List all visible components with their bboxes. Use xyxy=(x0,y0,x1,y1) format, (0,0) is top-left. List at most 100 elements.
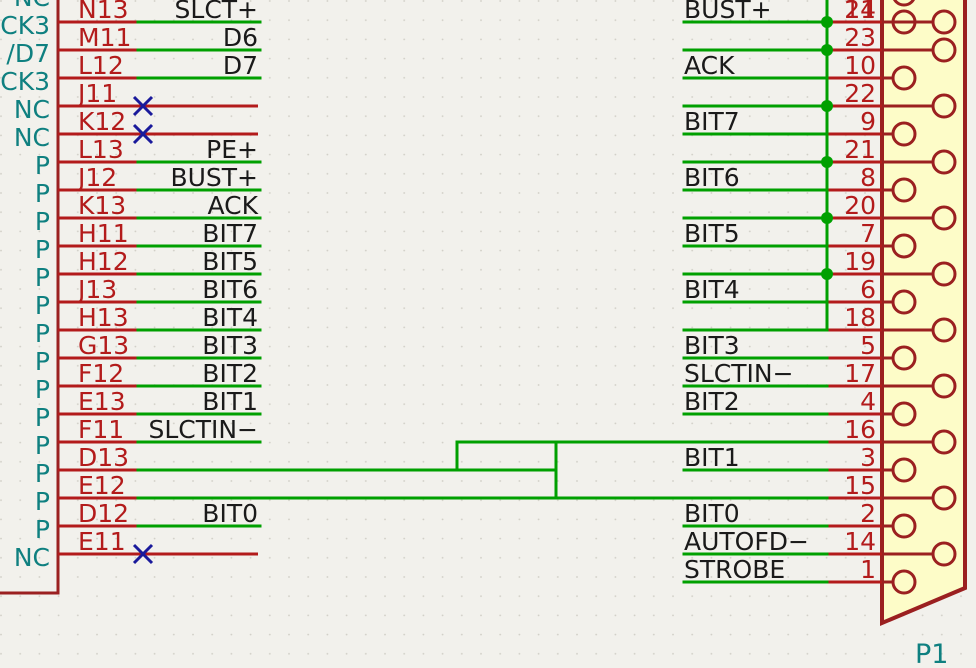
nc-marker-x-K12 xyxy=(132,123,154,145)
connector-pin-number-6: 6 xyxy=(860,275,876,304)
left-pin-number-E13: E13 xyxy=(78,387,126,416)
connector-pin-number-9: 9 xyxy=(860,107,876,136)
connector-pin-circle-12[interactable] xyxy=(893,0,915,7)
port-label-11: P xyxy=(35,291,50,320)
connector-pin-number-17: 17 xyxy=(844,359,876,388)
left-pin-number-L13: L13 xyxy=(78,135,124,164)
connector-pin-number-5: 5 xyxy=(860,331,876,360)
connector-pin-circle-23[interactable] xyxy=(931,37,957,63)
left-pin-name-H11: BIT7 xyxy=(202,219,258,248)
port-label-3: CK3 xyxy=(0,67,50,96)
connector-pin-circle-1[interactable] xyxy=(891,569,917,595)
connector-pin-circle-20[interactable] xyxy=(931,205,957,231)
left-pin-number-H11: H11 xyxy=(78,219,129,248)
connector-pin-circle-6[interactable] xyxy=(891,289,917,315)
connector-net-label-8: BIT6 xyxy=(684,163,740,192)
left-pin-number-J12: J12 xyxy=(76,163,117,192)
port-label-8: P xyxy=(35,207,50,236)
connector-pin-circle-9[interactable] xyxy=(891,121,917,147)
connector-net-label-7: BIT5 xyxy=(684,219,740,248)
connector-pin-number-10: 10 xyxy=(844,51,876,80)
left-pin-name-L12: D7 xyxy=(223,51,258,80)
connector-pin-circle-19[interactable] xyxy=(931,261,957,287)
port-label-0: NC xyxy=(14,0,50,12)
connector-pin-circle-8[interactable] xyxy=(891,177,917,203)
connector-pin-circle-3[interactable] xyxy=(891,457,917,483)
connector-pin-number-21: 21 xyxy=(844,135,876,164)
connector-net-label-14: AUTOFD− xyxy=(684,527,809,556)
connector-pin-number-23: 23 xyxy=(844,23,876,52)
left-pin-name-D12: BIT0 xyxy=(202,499,258,528)
wire-crossover-d13-to-16[interactable] xyxy=(136,440,829,472)
nc-marker-x-E11 xyxy=(132,543,154,565)
connector-net-label-1: STROBE xyxy=(684,555,785,584)
connector-body-p1[interactable] xyxy=(880,0,967,627)
connector-pin-number-16: 16 xyxy=(844,415,876,444)
connector-pin-number-2: 2 xyxy=(860,499,876,528)
left-pin-name-F12: BIT2 xyxy=(202,359,258,388)
connector-pin-circle-10[interactable] xyxy=(891,65,917,91)
left-component-body[interactable] xyxy=(0,0,60,595)
port-label-14: P xyxy=(35,375,50,404)
connector-pin-circle-7[interactable] xyxy=(891,233,917,259)
left-pin-number-E12: E12 xyxy=(78,471,126,500)
left-pin-number-D12: D12 xyxy=(78,499,129,528)
port-label-4: NC xyxy=(14,95,50,124)
port-label-1: CK3 xyxy=(0,11,50,40)
connector-pin-circle-14[interactable] xyxy=(931,541,957,567)
port-label-12: P xyxy=(35,319,50,348)
connector-pin-circle-4[interactable] xyxy=(891,401,917,427)
port-label-9: P xyxy=(35,235,50,264)
connector-net-label-5: BIT3 xyxy=(684,331,740,360)
connector-pin-circle-21[interactable] xyxy=(931,149,957,175)
port-label-7: P xyxy=(35,179,50,208)
connector-pin-circle-22[interactable] xyxy=(931,93,957,119)
connector-pin-number-3: 3 xyxy=(860,443,876,472)
left-pin-number-D13: D13 xyxy=(78,443,129,472)
left-pin-name-G13: BIT3 xyxy=(202,331,258,360)
junction-dot-21 xyxy=(821,156,833,168)
connector-pin-circle-24[interactable] xyxy=(931,9,957,35)
left-pin-number-F11: F11 xyxy=(78,415,124,444)
left-pin-number-J13: J13 xyxy=(76,275,117,304)
left-pin-number-N13: N13 xyxy=(78,0,129,24)
connector-net-label-4: BIT2 xyxy=(684,387,740,416)
connector-pin-circle-18[interactable] xyxy=(931,317,957,343)
left-pin-name-K13: ACK xyxy=(207,191,258,220)
connector-net-label-10: ACK xyxy=(684,51,735,80)
port-label-19: P xyxy=(35,515,50,544)
connector-pin-circle-2[interactable] xyxy=(891,513,917,539)
junction-dot-22 xyxy=(821,100,833,112)
connector-pin-number-15: 15 xyxy=(844,471,876,500)
connector-pin-circle-11[interactable] xyxy=(891,9,917,35)
port-label-13: P xyxy=(35,347,50,376)
connector-net-label-2: BIT0 xyxy=(684,499,740,528)
connector-pin-circle-16[interactable] xyxy=(931,429,957,455)
port-label-10: P xyxy=(35,263,50,292)
connector-pin-circle-15[interactable] xyxy=(931,485,957,511)
connector-pin-number-14: 14 xyxy=(844,527,876,556)
left-pin-name-L13: PE+ xyxy=(206,135,258,164)
connector-pin-number-11: 11 xyxy=(844,0,876,24)
left-pin-number-K13: K13 xyxy=(78,191,126,220)
left-pin-number-K12: K12 xyxy=(78,107,126,136)
port-label-17: P xyxy=(35,459,50,488)
left-pin-name-H12: BIT5 xyxy=(202,247,258,276)
connector-pin-number-24: 24 xyxy=(844,0,876,24)
connector-pin-circle-5[interactable] xyxy=(891,345,917,371)
left-pin-name-J12: BUST+ xyxy=(170,163,258,192)
left-pin-name-F11: SLCTIN− xyxy=(148,415,258,444)
port-label-16: P xyxy=(35,431,50,460)
connector-net-label-9: BIT7 xyxy=(684,107,740,136)
connector-pin-circle-17[interactable] xyxy=(931,373,957,399)
connector-pin-number-20: 20 xyxy=(844,191,876,220)
connector-net-label-17: SLCTIN− xyxy=(684,359,794,388)
junction-dot-23 xyxy=(821,44,833,56)
left-pin-name-J13: BIT6 xyxy=(202,275,258,304)
connector-pin-number-19: 19 xyxy=(844,247,876,276)
left-pin-number-H12: H12 xyxy=(78,247,129,276)
connector-pin-number-8: 8 xyxy=(860,163,876,192)
port-label-2: /D7 xyxy=(6,39,50,68)
